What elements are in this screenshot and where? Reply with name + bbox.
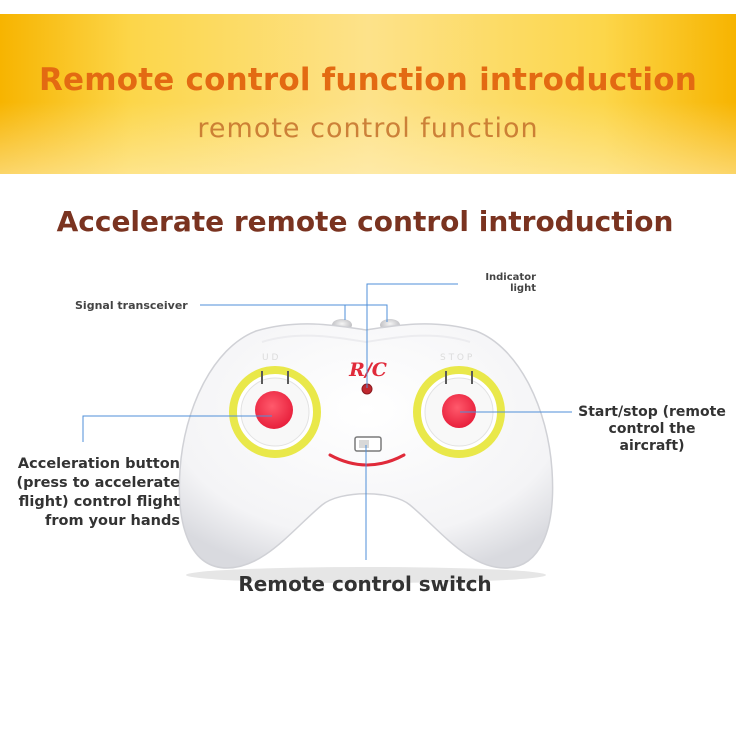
indicator-light-label: Indicator light: [470, 272, 536, 294]
right-marking: S T O P: [440, 353, 473, 363]
acceleration-label-line2: (press to accelerate: [16, 475, 180, 491]
smile-decoration: [328, 453, 406, 467]
acceleration-button[interactable]: [255, 391, 293, 429]
callout-lines: [82, 283, 572, 560]
signal-callout-line: [200, 304, 388, 322]
indicator-callout-line: [366, 283, 458, 388]
left-joystick-notch: [261, 371, 289, 384]
indicator-light-label-line2: light: [510, 283, 536, 294]
remote-control-switch-label: Remote control switch: [238, 572, 492, 596]
acceleration-label-line1: Acceleration button: [17, 456, 180, 472]
acceleration-label: Acceleration button (press to accelerate…: [4, 455, 180, 531]
start-stop-label-line2: control the: [608, 421, 696, 437]
banner-title: Remote control function introduction: [38, 62, 698, 98]
acceleration-callout-line: [82, 415, 272, 442]
section-title: Accelerate remote control introduction: [56, 205, 674, 238]
indicator-light-label-line1: Indicator: [485, 272, 536, 283]
banner-subtitle: remote control function: [197, 113, 539, 144]
power-switch-slider: [359, 440, 369, 448]
controller-shadow: [186, 567, 546, 583]
right-joystick[interactable]: [413, 366, 505, 458]
controller-inner-contour: [261, 334, 471, 344]
left-marking: U D: [262, 353, 278, 363]
start-stop-label: Start/stop (remote control the aircraft): [572, 404, 732, 455]
header-banner: [0, 14, 736, 174]
start-stop-button[interactable]: [442, 394, 476, 428]
acceleration-label-line3: flight) control flight: [18, 494, 180, 510]
left-joystick[interactable]: [229, 366, 321, 458]
right-joystick-notch: [445, 371, 473, 384]
start-stop-label-line3: aircraft): [619, 438, 685, 454]
banner-glow: [0, 14, 736, 174]
acceleration-label-line4: from your hands: [45, 513, 180, 529]
start-stop-label-line1: Start/stop (remote: [578, 404, 726, 420]
signal-transceiver-label: Signal transceiver: [75, 299, 188, 312]
